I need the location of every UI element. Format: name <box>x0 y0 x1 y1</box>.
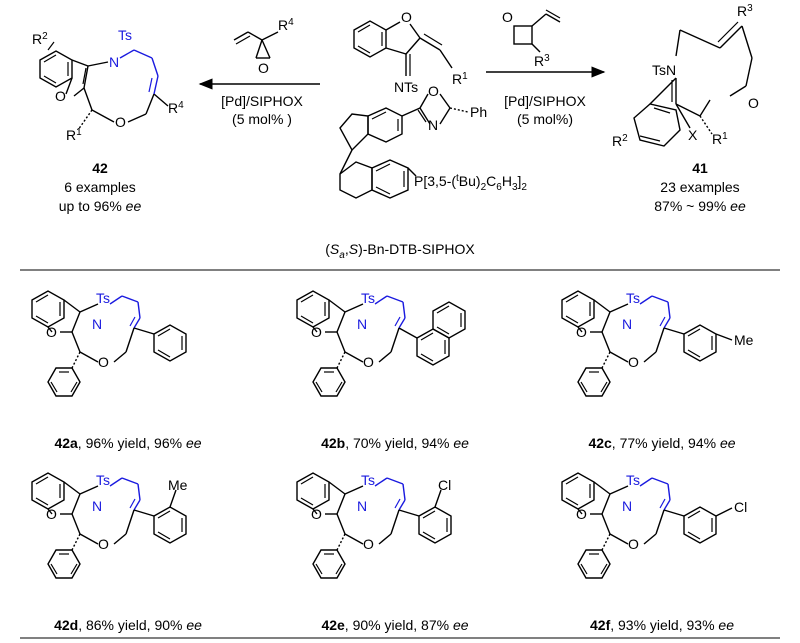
ligand-phosphine-label: P[3,5-(tBu)2C6H3]2 <box>414 173 527 193</box>
r2-label-right: R2 <box>612 133 628 149</box>
left-arrow-catalyst: [Pd]/SIPHOX <box>221 93 303 109</box>
me-42d: Me <box>168 477 188 493</box>
caption-42c: 42c, 77% yield, 94% ee <box>588 435 735 451</box>
ligand-name: (Sa,S)-Bn-DTB-SIPHOX <box>325 241 475 261</box>
caption-42e: 42e, 90% yield, 87% ee <box>321 617 468 633</box>
ph-label-ligand: Ph <box>470 104 487 120</box>
ts-label-left: Ts <box>118 27 132 43</box>
n-42c: N <box>622 316 632 332</box>
caption-42b: 42b, 70% yield, 94% ee <box>321 435 469 451</box>
product-42d-structure <box>31 472 187 579</box>
product-42f-structure <box>561 472 733 579</box>
product-42-ee: up to 96% ee <box>59 198 142 214</box>
o-furan-42d: O <box>46 506 57 522</box>
caption-42a: 42a, 96% yield, 96% ee <box>54 435 201 451</box>
r1-label-right: R1 <box>712 131 728 147</box>
o-furan-42c: O <box>576 324 587 340</box>
o-oxetane: O <box>502 9 513 25</box>
product-41-ee: 87% ~ 99% ee <box>654 198 746 214</box>
o-ring-42f: O <box>628 536 639 552</box>
vinyl-epoxide-reagent <box>233 31 279 59</box>
ts-42f: Ts <box>626 472 640 488</box>
o-ring-42c: O <box>628 354 639 370</box>
product-42-structure <box>39 41 169 131</box>
product-41-examples: 23 examples <box>660 179 739 195</box>
r4-label-left: R4 <box>168 100 184 116</box>
cl-42f: Cl <box>734 499 747 515</box>
right-arrow-catalyst: [Pd]/SIPHOX <box>504 93 586 109</box>
o-ring-42b: O <box>363 354 374 370</box>
product-42a-structure <box>31 290 187 397</box>
product-42-examples: 6 examples <box>64 179 136 195</box>
siphox-ligand-structure <box>339 93 469 199</box>
o-ring-42d: O <box>98 536 109 552</box>
r2-label-left: R2 <box>32 31 48 47</box>
product-41-id: 41 <box>692 160 708 176</box>
ts-42b: Ts <box>361 290 375 306</box>
substrate-structure <box>353 20 453 76</box>
o-ring-42a: O <box>98 354 109 370</box>
o-furan-42f: O <box>576 506 587 522</box>
product-42b-structure <box>296 290 466 397</box>
product-42c-structure <box>561 290 733 397</box>
o-furan-42e: O <box>311 506 322 522</box>
right-arrow-loading: (5 mol%) <box>517 111 573 127</box>
o-oxazoline: O <box>428 83 439 99</box>
r3-label-reagent: R3 <box>534 53 550 69</box>
o-ring-left: O <box>115 114 126 130</box>
r4-label-reagent: R4 <box>278 17 294 33</box>
r1-label-left: R1 <box>66 127 82 143</box>
x-label-right: X <box>688 127 698 143</box>
product-42-id: 42 <box>92 160 108 176</box>
vinyl-oxetane-reagent <box>513 9 561 53</box>
o-ring-right: O <box>748 95 759 111</box>
n-42d: N <box>92 498 102 514</box>
cl-42e: Cl <box>438 477 451 493</box>
product-41-structure <box>633 21 753 147</box>
ts-42e: Ts <box>361 472 375 488</box>
product-42e-structure <box>296 472 452 579</box>
n-42f: N <box>622 498 632 514</box>
o-epoxide: O <box>258 60 269 76</box>
left-arrow-loading: (5 mol% ) <box>232 111 292 127</box>
o-ring-42e: O <box>363 536 374 552</box>
n-42e: N <box>357 498 367 514</box>
nts-label-substrate: NTs <box>394 79 418 95</box>
caption-42d: 42d, 86% yield, 90% ee <box>54 617 202 633</box>
tsn-label-right: TsN <box>652 62 676 78</box>
o-furan-left: O <box>55 88 66 104</box>
o-substrate: O <box>401 9 412 25</box>
n-42b: N <box>357 316 367 332</box>
o-furan-42a: O <box>46 324 57 340</box>
o-furan-42b: O <box>311 324 322 340</box>
n-label-left: N <box>109 54 119 70</box>
ts-42a: Ts <box>96 290 110 306</box>
r3-label-right: R3 <box>737 3 753 19</box>
caption-42f: 42f, 93% yield, 93% ee <box>590 617 734 633</box>
r1-label-substrate: R1 <box>452 71 468 87</box>
ts-42d: Ts <box>96 472 110 488</box>
me-42c: Me <box>734 332 754 348</box>
n-oxazoline: N <box>428 117 438 133</box>
ts-42c: Ts <box>626 290 640 306</box>
n-42a: N <box>92 316 102 332</box>
